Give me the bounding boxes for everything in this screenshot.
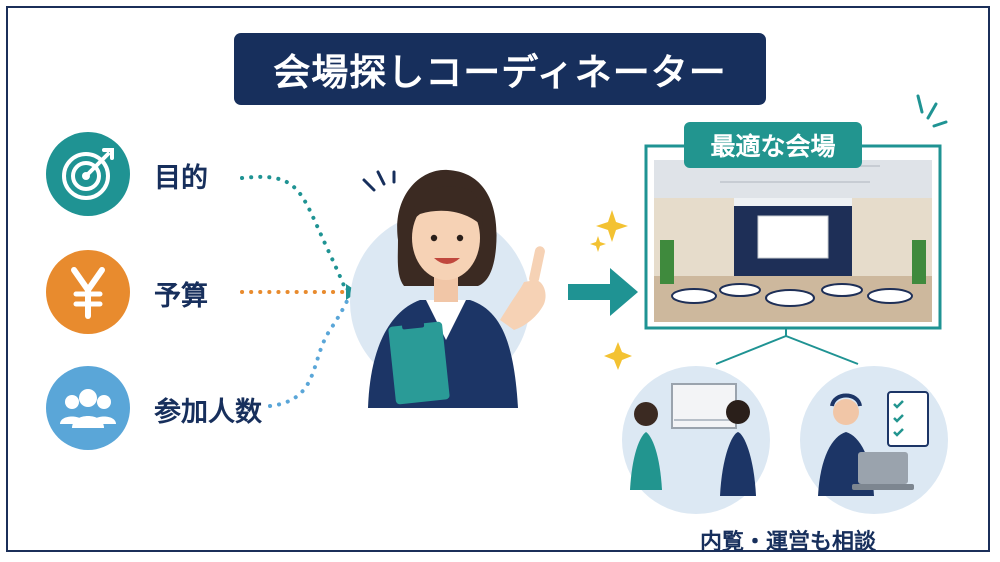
criterion-headcount: 参加人数 [46, 366, 262, 450]
highlight-marks [916, 94, 948, 128]
criterion-label: 目的 [154, 163, 208, 194]
page-title: 会場探しコーディネーター [273, 51, 727, 94]
support-branch-lines [715, 328, 859, 365]
connector-purpose [240, 175, 354, 293]
target-icon [46, 132, 130, 216]
operations-support-illustration [800, 366, 948, 514]
optimal-venue-label: 最適な会場 [684, 122, 862, 168]
coordinator-illustration [350, 169, 546, 408]
title-banner: 会場探しコーディネーター [234, 33, 766, 105]
criterion-purpose: 目的 [46, 132, 250, 216]
venue-viewing-illustration [622, 366, 770, 514]
optimal-venue-text: 最適な会場 [710, 132, 836, 161]
yen-icon [46, 250, 130, 334]
outer-frame [6, 6, 990, 552]
sparkle-icon [590, 210, 632, 370]
venue-illustration [644, 144, 942, 330]
connector-headcount [268, 294, 354, 408]
flow-arrow [568, 268, 638, 316]
people-icon [46, 366, 130, 450]
criterion-label: 予算 [154, 281, 208, 312]
support-caption: 内覧・運営も相談 [699, 530, 876, 555]
criterion-budget: 予算 [46, 250, 250, 334]
criterion-label: 参加人数 [154, 397, 262, 428]
